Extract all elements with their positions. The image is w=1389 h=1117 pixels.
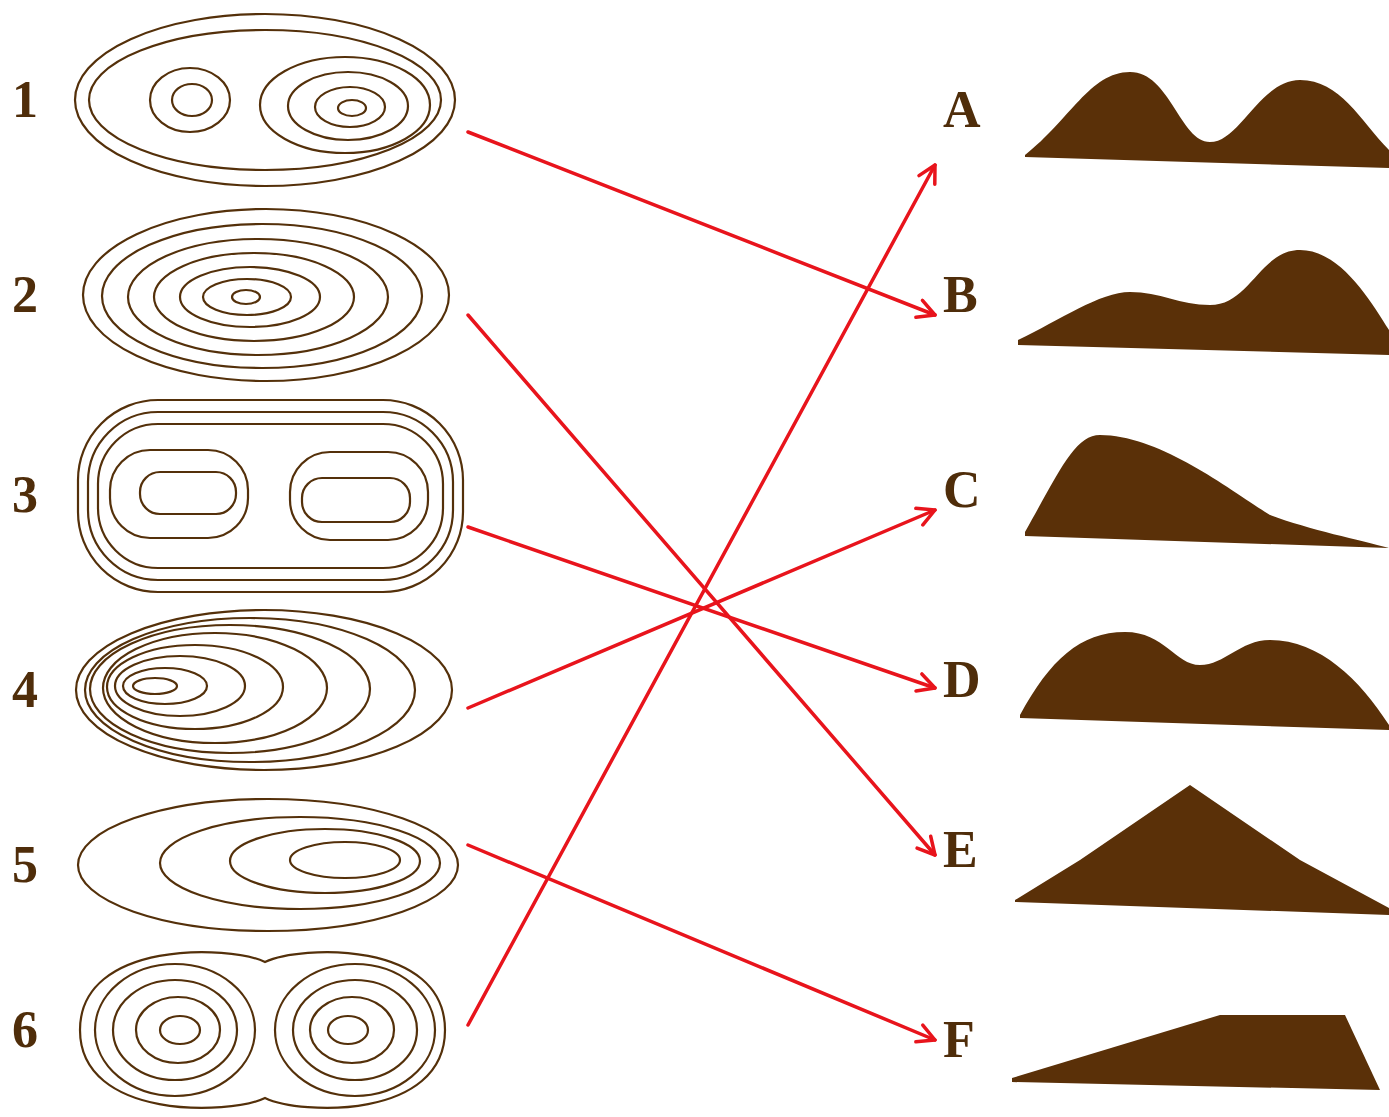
contour-map [140,472,236,514]
profile-letter: D [943,654,981,706]
terrain-profile [1025,72,1389,168]
profile-letter: C [943,464,981,516]
contour-map [80,952,445,1108]
terrain-profile [1012,1015,1380,1090]
contour-map [180,267,320,327]
contour-map [89,30,441,170]
contour-map [78,400,463,592]
contour-map [310,997,394,1063]
contour-map [133,678,177,694]
contour-map [107,645,283,729]
terrain-profile [1015,785,1389,915]
terrain-profile [1025,435,1389,548]
profile-letter: A [943,84,981,136]
contour-map [232,290,260,304]
match-arrow [468,845,935,1040]
contour-map [113,980,237,1080]
contour-map [75,14,463,1108]
contour-map [136,997,220,1063]
contour-map [103,633,327,743]
match-arrow [468,165,935,1025]
contour-map [102,224,422,368]
contour-map [85,618,415,762]
contour-map [203,279,291,315]
contour-map [115,656,245,716]
contour-map [90,625,370,753]
map-number: 6 [12,1004,38,1056]
contour-map [288,72,408,140]
contour-map [328,1016,368,1044]
terrain-profile [1020,632,1389,730]
map-number: 1 [12,74,38,126]
contour-map: 3 [8,395,468,595]
contour-map [260,57,430,153]
map-number: 3 [12,469,38,521]
contour-map [230,829,420,893]
match-arrow [468,132,935,315]
map-number: 4 [12,664,38,716]
contour-map [290,842,400,878]
map-number: 5 [12,839,38,891]
contour-map: 6 [8,945,468,1115]
map-number: 2 [12,269,38,321]
contour-map [160,817,440,909]
terrain-profile: E [935,775,1387,925]
terrain-profile: C [935,420,1387,560]
contour-map: 2 [8,200,468,390]
contour-map [76,610,452,770]
contour-map [338,100,366,116]
contour-map [290,452,428,540]
contour-map [78,799,458,931]
terrain-profile: D [935,615,1387,745]
contour-map [154,253,354,341]
contour-map [160,1016,200,1044]
contour-map [275,964,435,1096]
contour-map [83,209,449,381]
contour-map [172,84,212,116]
terrain-profile: B [935,225,1387,365]
contour-map: 1 [8,10,468,190]
profile-letter: F [943,1014,975,1066]
contour-map [128,239,388,355]
terrain-profile [1018,250,1389,355]
terrain-profile: F [935,980,1387,1100]
contour-map [75,14,455,186]
contour-map [123,668,207,704]
contour-map: 5 [8,790,468,940]
terrain-profile [1012,72,1389,1090]
contour-map [110,450,248,538]
contour-map [293,980,417,1080]
contour-map [88,412,453,580]
terrain-profile: A [935,40,1387,180]
contour-map [95,964,255,1096]
match-arrow [468,510,935,708]
profile-letter: E [943,824,978,876]
contour-map [302,478,410,522]
profile-letter: B [943,269,978,321]
contour-map [98,424,443,568]
contour-map [150,68,230,132]
contour-map: 4 [8,605,468,775]
match-arrow [468,315,935,855]
contour-map [315,87,385,127]
